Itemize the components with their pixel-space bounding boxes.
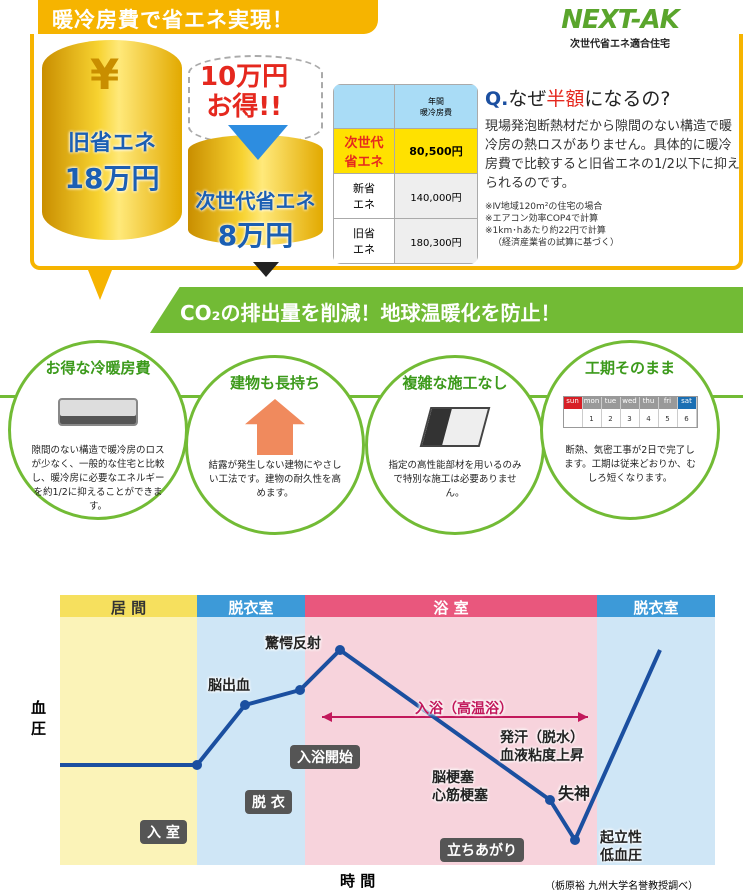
label-myocardial-infarction: 心筋梗塞 bbox=[432, 788, 488, 804]
label-viscosity: 血液粘度上昇 bbox=[500, 748, 584, 764]
feature-heating-cost: お得な冷暖房費 隙間のない構造で暖冷房のロスが少なく、一般的な住宅と比較し、暖冷… bbox=[8, 340, 188, 520]
label-sweat: 発汗（脱水） bbox=[500, 730, 584, 746]
zone-dressing-1: 脱衣室 bbox=[197, 595, 305, 865]
label-hypotension: 低血圧 bbox=[600, 848, 642, 864]
label-bath-start: 入浴開始 bbox=[290, 745, 360, 769]
label-shock: 驚愕反射 bbox=[265, 636, 321, 652]
co2-banner: CO₂の排出量を削減！地球温暖化を防止！ bbox=[150, 287, 743, 333]
feature-durability: 建物も長持ち 結露が発生しない建物にやさしい工法です。建物の耐久性を高めます。 bbox=[185, 355, 365, 535]
label-faint: 失神 bbox=[558, 784, 591, 803]
air-conditioner-icon bbox=[11, 384, 185, 440]
y-axis-label: 血 圧 bbox=[29, 700, 47, 736]
label-undress: 脱 衣 bbox=[245, 790, 292, 814]
energy-banner: 暖冷房費で省エネ実現！ bbox=[38, 0, 378, 34]
calendar-date: 3 bbox=[621, 409, 640, 427]
calendar-date: 6 bbox=[678, 409, 697, 427]
label-orthostatic: 起立性 bbox=[600, 830, 642, 846]
calendar-day-header: tue bbox=[601, 397, 621, 409]
label-cerebral-infarction: 脳梗塞 bbox=[432, 770, 474, 786]
calendar-date: 5 bbox=[659, 409, 678, 427]
calendar-day-header: sun bbox=[563, 397, 583, 409]
x-axis-label: 時 間 bbox=[340, 872, 376, 890]
house-arrow-icon bbox=[188, 399, 362, 455]
connector-line bbox=[0, 395, 743, 398]
qa-section: Q.なぜ半額になるの? 現場発泡断熱材だから隙間のない構造で暖冷房の熱ロスがあり… bbox=[485, 88, 740, 248]
zone-dressing-2: 脱衣室 bbox=[597, 595, 715, 865]
saving-callout: 10万円お得!! bbox=[200, 62, 289, 122]
calendar-date: 4 bbox=[640, 409, 659, 427]
blood-pressure-line bbox=[60, 645, 662, 845]
label-bath: 入浴（高温浴） bbox=[415, 701, 513, 717]
calendar-day-header: sat bbox=[677, 397, 697, 409]
down-arrow-icon bbox=[228, 125, 288, 160]
label-standup: 立ちあがり bbox=[440, 838, 524, 862]
calendar-date bbox=[564, 409, 583, 427]
calendar-date: 2 bbox=[602, 409, 621, 427]
calendar-day-header: fri bbox=[658, 397, 678, 409]
material-block-icon bbox=[368, 399, 542, 455]
label-hemorrhage: 脳出血 bbox=[208, 678, 250, 694]
calendar-day-header: thu bbox=[639, 397, 659, 409]
down-triangle-icon bbox=[253, 262, 279, 277]
calendar-day-header: wed bbox=[620, 397, 640, 409]
label-enter: 入 室 bbox=[140, 820, 187, 844]
savings-panel bbox=[30, 34, 743, 270]
feature-simple-construction: 複雑な施工なし 指定の高性能部材を用いるのみで特別な施工は必要ありません。 bbox=[365, 355, 545, 535]
calendar-day-header: mon bbox=[582, 397, 602, 409]
blood-pressure-diagram: 居 間 脱衣室 浴 室 脱衣室 驚愕反射 脳出血 入浴開始 脱 衣 入 室 入浴… bbox=[60, 595, 715, 865]
source-note: （栃原裕 九州大学名誉教授調べ） bbox=[545, 881, 699, 892]
calendar-date: 1 bbox=[583, 409, 602, 427]
callout-tail bbox=[88, 270, 112, 300]
yen-icon: ¥ bbox=[90, 50, 120, 99]
